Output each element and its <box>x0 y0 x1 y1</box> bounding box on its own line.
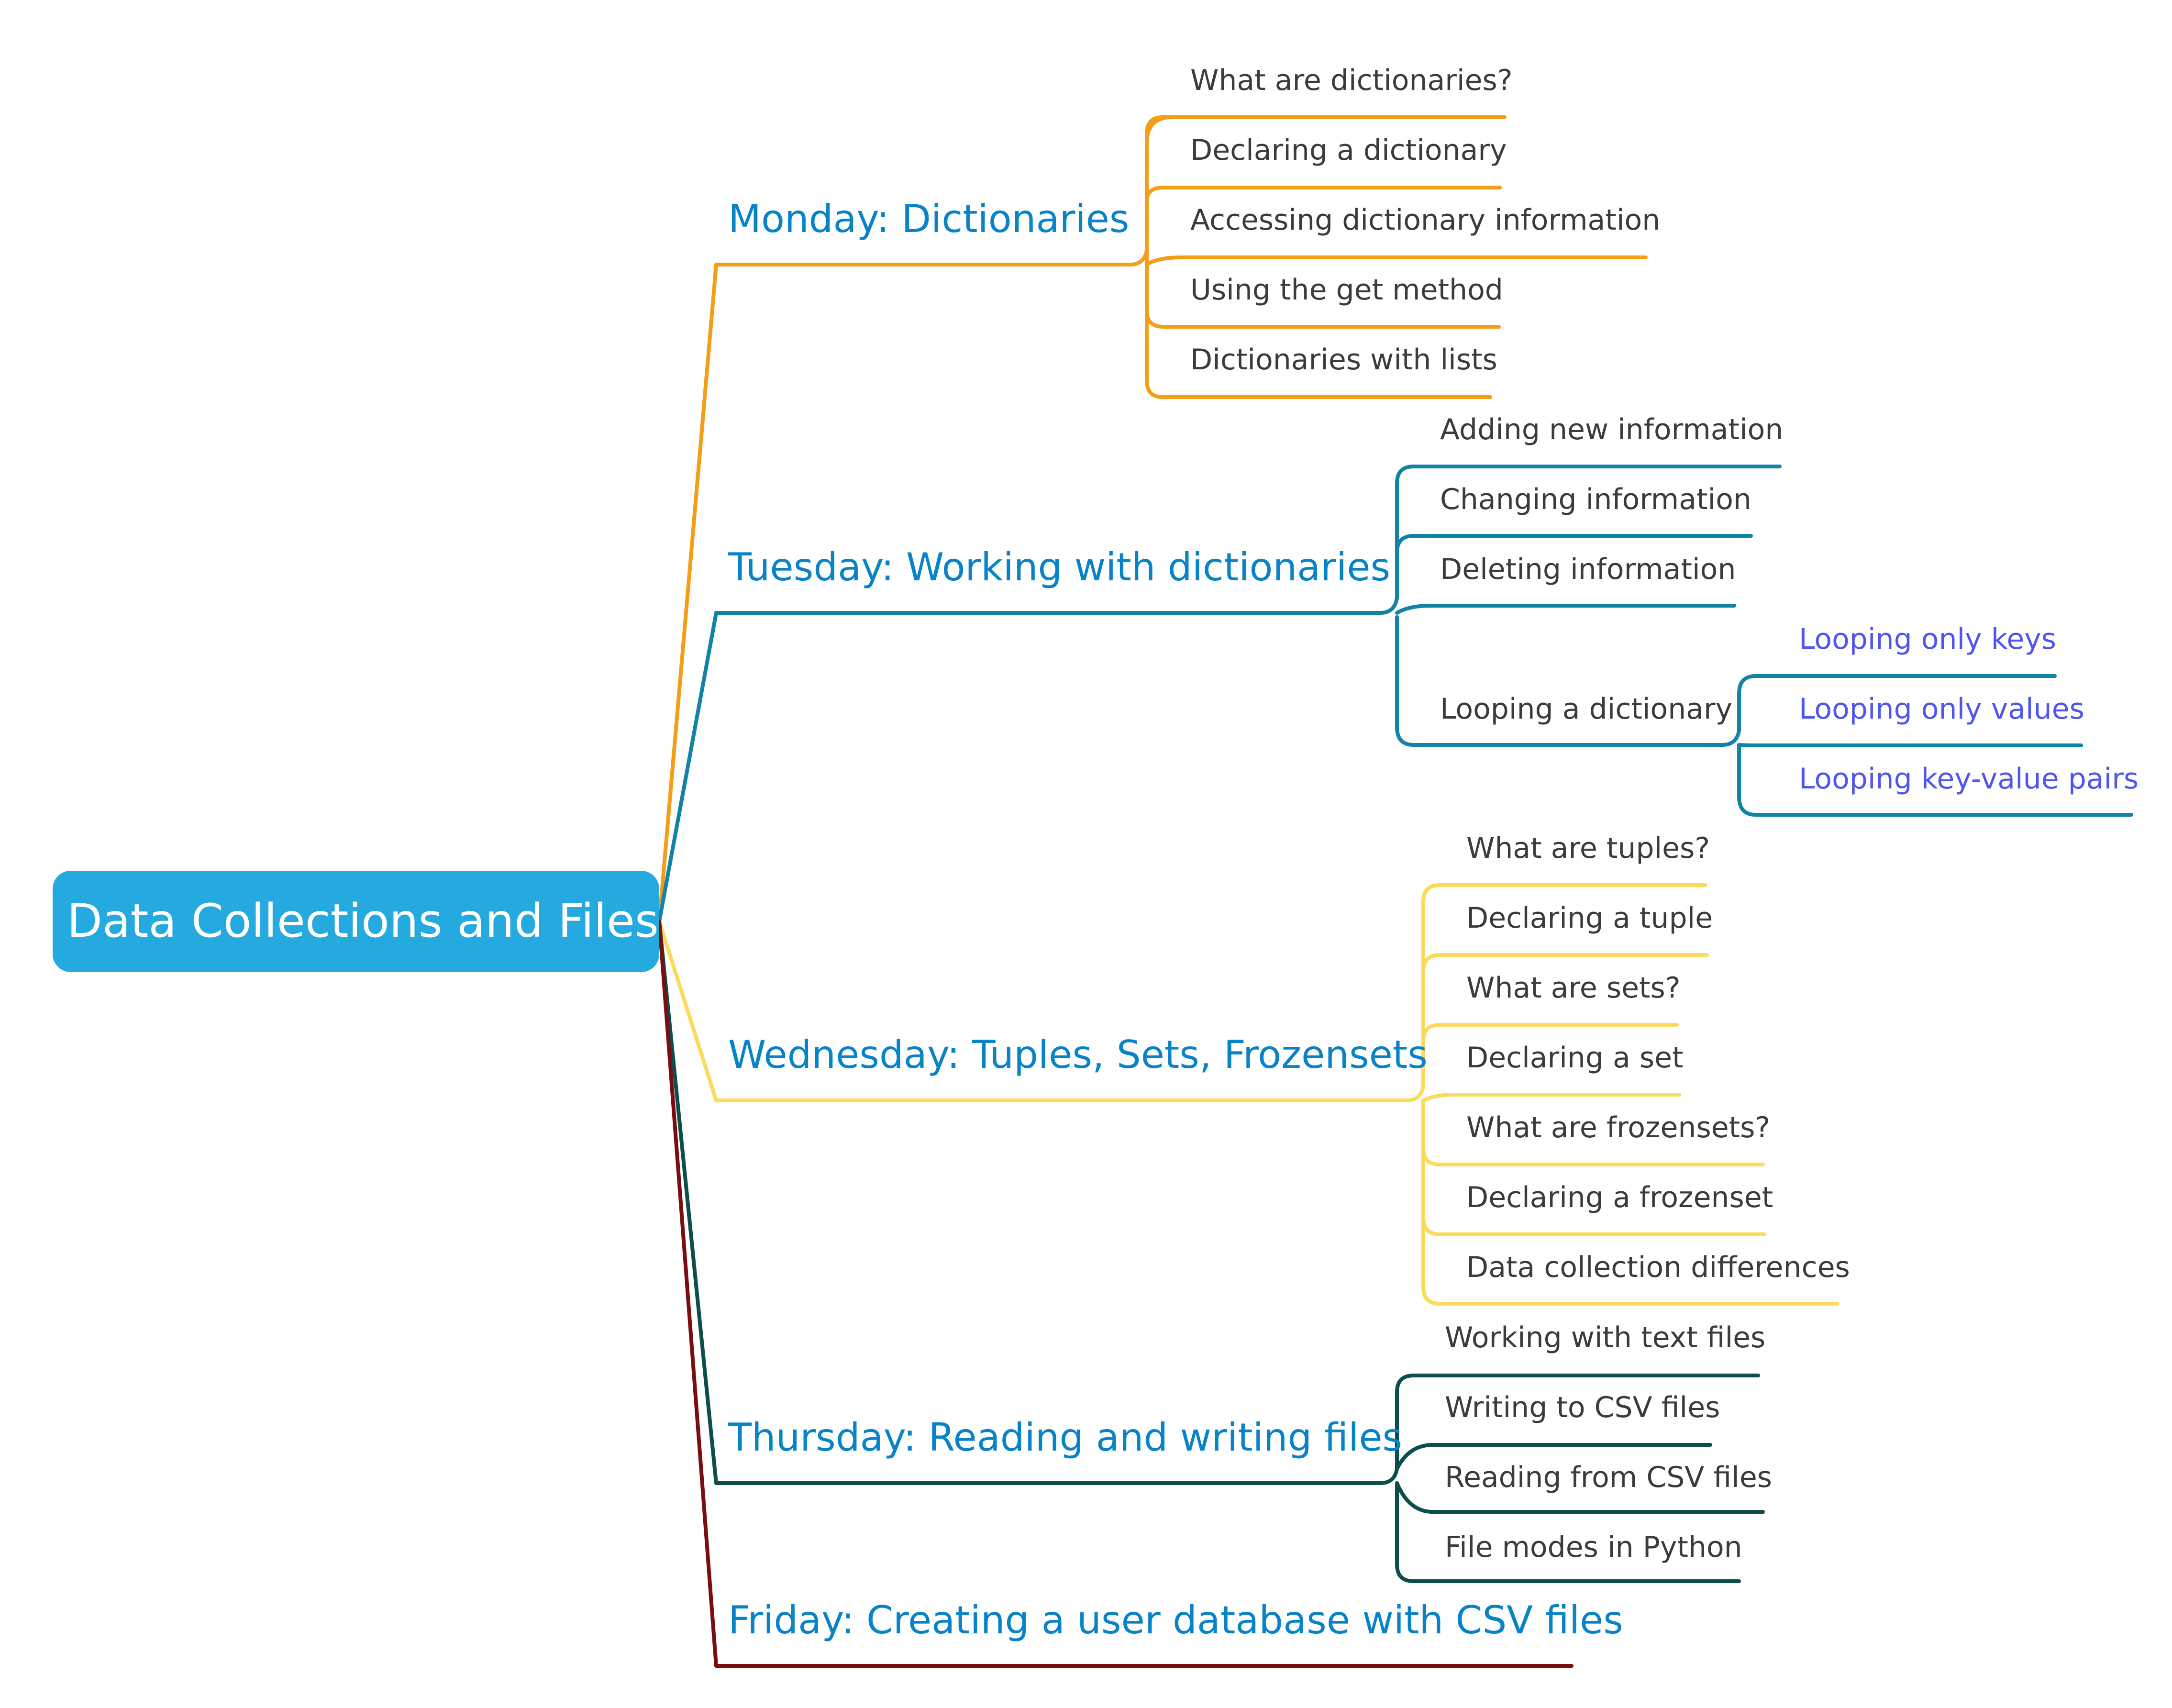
subtopic-tuesday-4[interactable]: Looping a dictionary <box>1440 692 1733 726</box>
friday-connectors <box>657 920 1574 1668</box>
tuesday-fork-line <box>1395 615 1724 747</box>
subtopic-looping-3[interactable]: Looping key-value pairs <box>1799 762 2139 796</box>
looping-fork-line <box>1720 674 2057 747</box>
wednesday-link-4 <box>1421 1093 1681 1102</box>
monday-link-3 <box>1145 255 1648 266</box>
subtopic-monday-5[interactable]: Dictionaries with lists <box>1190 343 1497 377</box>
subtopic-wednesday-4[interactable]: Declaring a set <box>1466 1041 1684 1075</box>
subtopic-wednesday-3[interactable]: What are sets? <box>1466 971 1681 1005</box>
subtopic-thursday-1[interactable]: Working with text files <box>1445 1321 1766 1354</box>
monday-fork-line <box>1145 248 1492 399</box>
wednesday-connectors <box>657 883 1839 1306</box>
subtopic-wednesday-7[interactable]: Data collection differences <box>1466 1251 1850 1284</box>
root-to-tuesday-line <box>657 611 1382 923</box>
root-to-wednesday-line <box>657 920 1408 1102</box>
wednesday-link-3 <box>1421 1023 1679 1043</box>
thursday-link-3 <box>1395 1481 1765 1514</box>
subtopic-tuesday-3[interactable]: Deleting information <box>1440 553 1736 586</box>
root-to-friday-line <box>657 920 1574 1668</box>
wednesday-link-2 <box>1421 953 1709 973</box>
topic-friday[interactable]: Friday: Creating a user database with CS… <box>728 1598 1623 1642</box>
subtopic-tuesday-1[interactable]: Adding new information <box>1440 413 1784 446</box>
root-node-label: Data Collections and Files <box>67 894 659 948</box>
subtopic-monday-3[interactable]: Accessing dictionary information <box>1190 203 1661 237</box>
topic-tuesday[interactable]: Tuesday: Working with dictionaries <box>728 545 1391 589</box>
monday-link-2 <box>1145 186 1502 203</box>
topic-monday[interactable]: Monday: Dictionaries <box>728 197 1130 241</box>
subtopic-monday-1[interactable]: What are dictionaries? <box>1190 64 1513 97</box>
thursday-fork-line <box>1378 1374 1760 1485</box>
monday-link-4 <box>1145 309 1501 329</box>
subtopic-looping-2[interactable]: Looping only values <box>1799 692 2084 726</box>
subtopic-tuesday-2[interactable]: Changing information <box>1440 483 1751 516</box>
wednesday-fork-line <box>1421 1098 1839 1306</box>
topic-thursday[interactable]: Thursday: Reading and writing files <box>728 1415 1403 1460</box>
root-to-thursday-line <box>657 920 1382 1485</box>
thursday-link-2 <box>1395 1443 1712 1471</box>
subtopic-thursday-2[interactable]: Writing to CSV files <box>1445 1391 1720 1424</box>
thursday-fork-line <box>1395 1481 1741 1583</box>
tuesday-link-2 <box>1395 534 1753 555</box>
monday-link-1 <box>1145 115 1174 145</box>
subtopic-thursday-3[interactable]: Reading from CSV files <box>1445 1461 1773 1494</box>
wednesday-link-6 <box>1421 1216 1766 1236</box>
subtopic-wednesday-2[interactable]: Declaring a tuple <box>1466 901 1713 935</box>
tuesday-link-3 <box>1395 604 1736 615</box>
subtopic-thursday-4[interactable]: File modes in Python <box>1445 1531 1742 1564</box>
thursday-connectors <box>657 920 1765 1583</box>
tuesday-fork-line <box>1378 465 1782 615</box>
subtopic-looping-1[interactable]: Looping only keys <box>1799 622 2057 656</box>
tuesday-connectors <box>657 465 2133 923</box>
subtopic-monday-2[interactable]: Declaring a dictionary <box>1190 133 1507 167</box>
topic-wednesday[interactable]: Wednesday: Tuples, Sets, Frozensets <box>728 1032 1428 1077</box>
wednesday-link-5 <box>1421 1146 1765 1166</box>
subtopic-monday-4[interactable]: Using the get method <box>1190 273 1503 307</box>
root-to-monday-line <box>657 263 1132 923</box>
wednesday-fork-line <box>1405 883 1707 1102</box>
monday-connectors <box>657 115 1648 923</box>
root-node[interactable] <box>53 871 659 972</box>
looping-fork-line <box>1737 743 2133 817</box>
subtopic-wednesday-6[interactable]: Declaring a frozenset <box>1466 1181 1773 1214</box>
subtopic-wednesday-5[interactable]: What are frozensets? <box>1466 1111 1771 1144</box>
subtopic-wednesday-1[interactable]: What are tuples? <box>1466 832 1710 865</box>
